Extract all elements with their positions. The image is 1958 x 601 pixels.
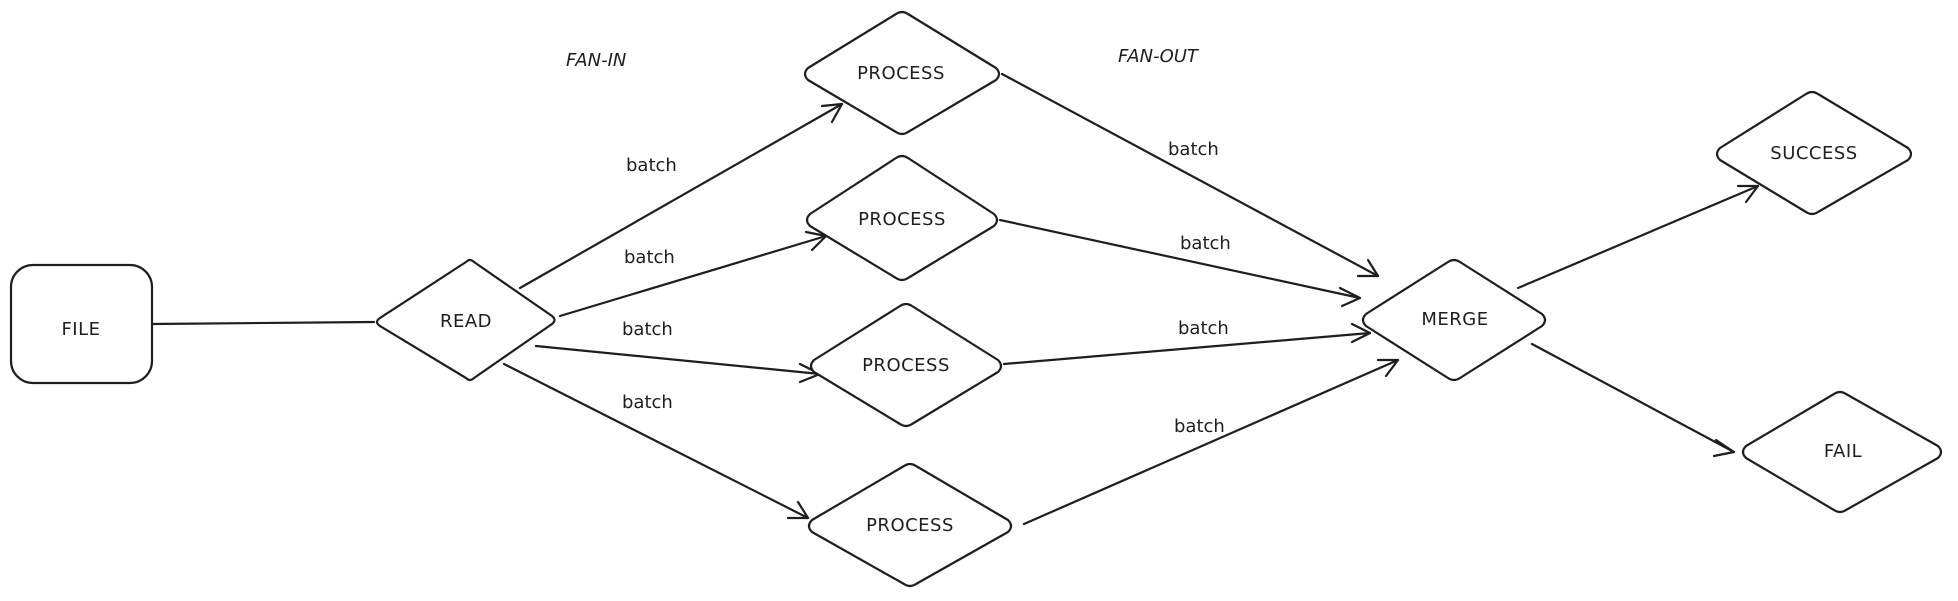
node-process-2[interactable]: PROCESS xyxy=(805,154,999,282)
edge-label-read-process-3: batch xyxy=(622,319,673,340)
node-process-1[interactable]: PROCESS xyxy=(803,10,1001,136)
edge-merge-fail xyxy=(1530,342,1736,454)
arrowhead-process-4-merge xyxy=(1376,358,1400,378)
process-1-label: PROCESS xyxy=(857,63,945,84)
file-label: FILE xyxy=(61,319,100,340)
edge-label-process-4-merge: batch xyxy=(1174,416,1225,437)
edges xyxy=(150,72,1760,526)
edge-read-process-1 xyxy=(518,102,844,290)
merge-label: MERGE xyxy=(1421,309,1488,330)
process-4-shape xyxy=(807,462,1013,588)
process-3-label: PROCESS xyxy=(862,355,950,376)
edge-read-process-4 xyxy=(502,362,810,520)
node-read[interactable]: READ xyxy=(375,258,556,382)
edge-process-2-merge xyxy=(998,218,1362,300)
edge-label-process-2-merge: batch xyxy=(1180,233,1231,254)
edge-read-process-3 xyxy=(534,344,822,376)
edge-read-process-2 xyxy=(558,234,828,318)
node-file[interactable]: FILE xyxy=(9,263,154,385)
edge-file-read xyxy=(150,320,376,326)
edge-process-3-merge xyxy=(1002,331,1372,366)
arrowhead-process-2-merge xyxy=(1338,286,1362,308)
process-1-shape xyxy=(803,10,1001,136)
edge-label-process-3-merge: batch xyxy=(1178,318,1229,339)
node-success[interactable]: SUCCESS xyxy=(1715,90,1913,216)
node-merge[interactable]: MERGE xyxy=(1361,258,1547,382)
fail-label: FAIL xyxy=(1824,441,1862,462)
success-shape xyxy=(1715,90,1913,216)
read-label: READ xyxy=(440,311,492,332)
arrowhead-merge-success xyxy=(1736,184,1760,204)
process-2-shape xyxy=(805,154,999,282)
arrowhead-process-3-merge xyxy=(1350,322,1372,344)
fan-in-annotation: FAN-IN xyxy=(566,50,626,71)
edge-merge-success xyxy=(1516,184,1760,290)
edge-process-4-merge xyxy=(1022,358,1400,526)
read-shape xyxy=(375,258,556,382)
edge-process-1-merge xyxy=(1000,72,1380,278)
arrowhead-read-process-4 xyxy=(786,500,810,520)
node-process-3[interactable]: PROCESS xyxy=(809,302,1003,428)
edge-label-process-1-merge: batch xyxy=(1168,139,1219,160)
arrowhead-merge-fail xyxy=(1712,438,1736,458)
arrowhead-process-1-merge xyxy=(1356,258,1380,278)
node-process-4[interactable]: PROCESS xyxy=(807,462,1013,588)
edge-labels: batch batch batch batch batch batch batc… xyxy=(622,139,1231,437)
fan-out-annotation: FAN-OUT xyxy=(1118,46,1200,67)
edge-label-read-process-4: batch xyxy=(622,392,673,413)
fail-shape xyxy=(1741,390,1943,514)
edge-label-read-process-2: batch xyxy=(624,247,675,268)
edge-label-read-process-1: batch xyxy=(626,155,677,176)
annotations: FAN-IN FAN-OUT xyxy=(566,46,1200,71)
arrowhead-read-process-1 xyxy=(820,102,844,124)
process-3-shape xyxy=(809,302,1003,428)
node-fail[interactable]: FAIL xyxy=(1741,390,1943,514)
file-shape xyxy=(9,263,154,385)
success-label: SUCCESS xyxy=(1770,143,1857,164)
process-2-label: PROCESS xyxy=(858,209,946,230)
merge-shape xyxy=(1361,258,1547,382)
process-4-label: PROCESS xyxy=(866,515,954,536)
